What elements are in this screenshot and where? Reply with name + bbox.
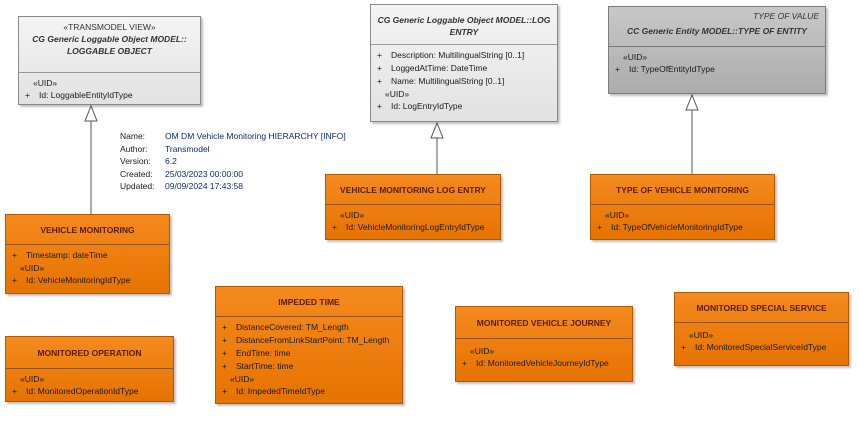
attribute: +Id: TypeOfEntityIdType [615, 64, 715, 74]
class-header: CC Generic Entity MODEL::TYPE OF ENTITY [609, 7, 825, 47]
attribute: +Id: MonitoredVehicleJourneyIdType [462, 358, 609, 368]
class-tag: TYPE OF VALUE [753, 11, 819, 21]
class-vehicle-monitoring[interactable]: VEHICLE MONITORING +Timestamp: dateTime … [5, 214, 170, 294]
class-vehicle-monitoring-log-entry[interactable]: VEHICLE MONITORING LOG ENTRY «UID» +Id: … [325, 174, 501, 240]
attribute: +Id: MonitoredSpecialServiceIdType [681, 342, 827, 352]
class-body: «UID» +Id: VehicleMonitoringLogEntryIdTy… [326, 205, 500, 236]
class-header: IMPEDED TIME [216, 287, 402, 317]
class-header: MONITORED SPECIAL SERVICE [675, 293, 848, 323]
class-body: «UID» +Id: MonitoredVehicleJourneyIdType [456, 339, 632, 372]
class-body: +DistanceCovered: TM_Length +DistanceFro… [216, 317, 402, 400]
meta-row-name: Name:OM DM Vehicle Monitoring HIERARCHY … [120, 131, 346, 141]
class-header: «TRANSMODEL VIEW» CG Generic Loggable Ob… [19, 17, 200, 73]
class-body: «UID» +Id: MonitoredSpecialServiceIdType [675, 323, 848, 356]
class-log-entry[interactable]: CG Generic Loggable Object MODEL::LOG EN… [370, 4, 558, 122]
attribute: +Description: MultilingualString [0..1] [377, 50, 525, 60]
meta-row-author: Author:Transmodel [120, 143, 210, 154]
class-header: VEHICLE MONITORING LOG ENTRY [326, 175, 500, 205]
attribute: +EndTime: time [222, 348, 291, 358]
class-header: MONITORED VEHICLE JOURNEY [456, 307, 632, 339]
attribute: +Id: LoggableEntityIdType [25, 90, 133, 100]
vm-to-loggable-arrow [84, 104, 98, 122]
attribute: +Id: VehicleMonitoringIdType [12, 275, 131, 285]
attribute: +LoggedAtTime: DateTime [377, 63, 488, 73]
attribute: +Timestamp: dateTime [12, 250, 108, 260]
class-type-of-entity[interactable]: TYPE OF VALUE CC Generic Entity MODEL::T… [608, 6, 826, 94]
attribute: +Id: VehicleMonitoringLogEntryIdType [332, 222, 485, 232]
class-header: TYPE OF VEHICLE MONITORING [591, 175, 774, 205]
class-type-of-vehicle-monitoring[interactable]: TYPE OF VEHICLE MONITORING «UID» +Id: Ty… [590, 174, 775, 240]
class-monitored-special-service[interactable]: MONITORED SPECIAL SERVICE «UID» +Id: Mon… [674, 292, 849, 366]
class-header: CG Generic Loggable Object MODEL::LOG EN… [371, 5, 557, 45]
class-header: MONITORED OPERATION [6, 337, 173, 369]
attribute: +Id: LogEntryIdType [377, 101, 463, 111]
meta-row-created: Created:25/03/2023 00:00:00 [120, 168, 243, 179]
vmle-to-logentry-arrow [430, 121, 444, 139]
attribute: +Name: MultilingualString [0..1] [377, 76, 505, 86]
attribute: +DistanceCovered: TM_Length [222, 322, 349, 332]
class-body: «UID» +Id: LoggableEntityIdType [19, 73, 200, 104]
attribute: +Id: TypeOfVehicleMonitoringIdType [597, 222, 743, 232]
meta-row-updated: Updated:09/09/2024 17:43:58 [120, 181, 243, 191]
attribute: +Id: ImpededTimeIdType [222, 386, 325, 396]
class-body: +Description: MultilingualString [0..1] … [371, 45, 557, 115]
attribute: +DistanceFromLinkStartPoint: TM_Length [222, 335, 390, 345]
class-impeded-time[interactable]: IMPEDED TIME +DistanceCovered: TM_Length… [215, 286, 403, 404]
class-monitored-vehicle-journey[interactable]: MONITORED VEHICLE JOURNEY «UID» +Id: Mon… [455, 306, 633, 382]
class-monitored-operation[interactable]: MONITORED OPERATION «UID» +Id: Monitored… [5, 336, 174, 402]
diagram-metadata: Name:OM DM Vehicle Monitoring HIERARCHY … [120, 130, 346, 193]
class-body: «UID» +Id: TypeOfEntityIdType [609, 47, 825, 78]
class-body: +Timestamp: dateTime «UID» +Id: VehicleM… [6, 245, 169, 289]
meta-row-version: Version:6.2 [120, 156, 177, 166]
attribute: +StartTime: time [222, 361, 294, 371]
class-body: «UID» +Id: TypeOfVehicleMonitoringIdType [591, 205, 774, 236]
class-body: «UID» +Id: MonitoredOperationIdType [6, 369, 173, 400]
class-loggable-object[interactable]: «TRANSMODEL VIEW» CG Generic Loggable Ob… [18, 16, 201, 105]
tovm-to-typeofentity-arrow [685, 93, 699, 111]
attribute: +Id: MonitoredOperationIdType [12, 386, 139, 396]
class-header: VEHICLE MONITORING [6, 215, 169, 245]
